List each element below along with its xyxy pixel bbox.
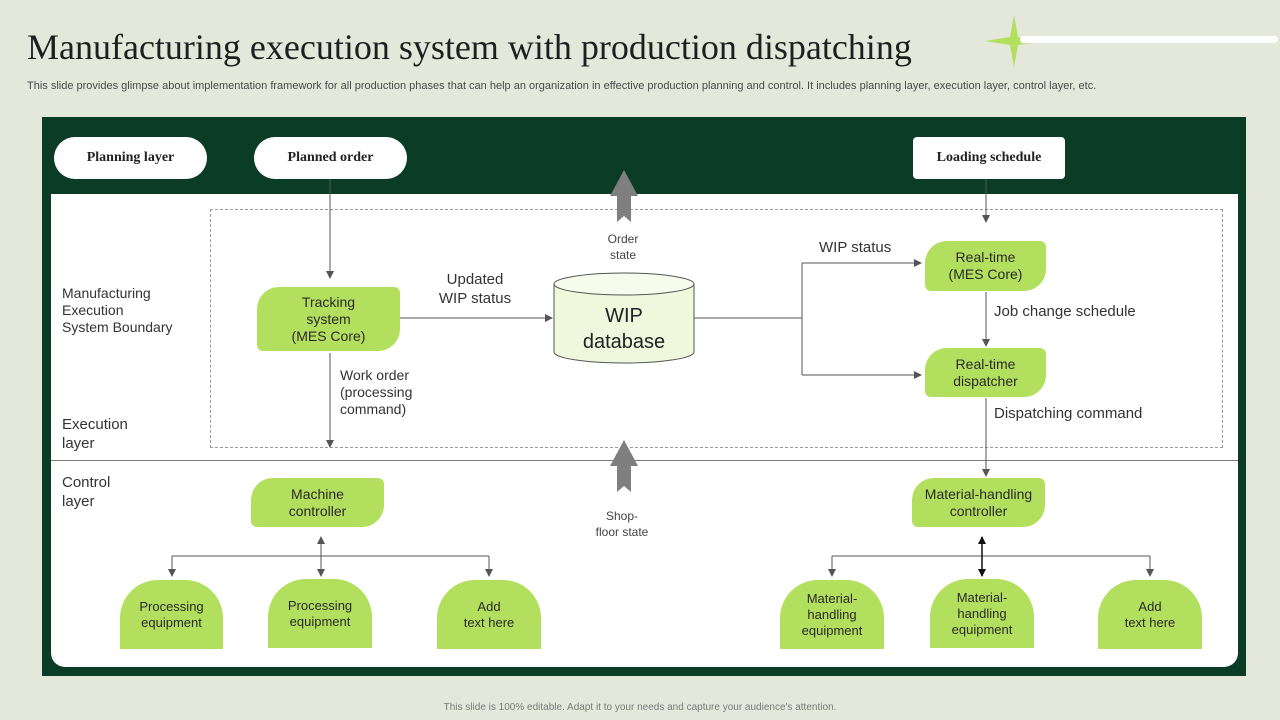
order-state-label: Order state: [607, 232, 639, 262]
page-subtitle: This slide provides glimpse about implem…: [27, 80, 1097, 92]
wip-status-label: WIP status: [819, 239, 892, 256]
mes-boundary-label: Manufacturing Execution System Boundary: [62, 285, 173, 335]
star-icon: [985, 15, 1043, 67]
realtime-dispatcher-node: Real-time dispatcher: [925, 348, 1046, 397]
realtime-mes-core-node: Real-time (MES Core): [925, 241, 1046, 291]
shop-floor-state-label: Shop- floor state: [595, 509, 649, 539]
tracking-system-node: Tracking system (MES Core): [257, 287, 400, 351]
page-title: Manufacturing execution system with prod…: [27, 27, 912, 67]
processing-equipment-2: Processing equipment: [268, 579, 372, 648]
work-order-label: Work order (processing command): [340, 367, 413, 417]
loading-schedule-box: Loading schedule: [913, 137, 1065, 179]
control-layer-label: Control layer: [62, 474, 111, 510]
material-handling-equipment-1: Material- handling equipment: [780, 580, 884, 649]
decorative-line: [1020, 36, 1278, 43]
planning-layer-pill: Planning layer: [54, 137, 207, 179]
processing-equipment-1: Processing equipment: [120, 580, 223, 649]
material-handling-controller-node: Material-handling controller: [912, 478, 1045, 527]
mes-boundary-box: [210, 209, 1223, 448]
planned-order-pill: Planned order: [254, 137, 407, 179]
machine-controller-node: Machine controller: [251, 478, 384, 527]
updated-wip-status-label: Updated WIP status: [438, 271, 512, 307]
control-layer-divider: [51, 460, 1238, 461]
add-text-node-2: Add text here: [1098, 580, 1202, 649]
footer-note: This slide is 100% editable. Adapt it to…: [443, 702, 837, 713]
material-handling-equipment-2: Material- handling equipment: [930, 579, 1034, 648]
job-change-schedule-label: Job change schedule: [994, 303, 1136, 320]
add-text-node-1: Add text here: [437, 580, 541, 649]
execution-layer-label: Execution layer: [62, 416, 128, 452]
wip-database-label: WIP database: [582, 305, 666, 353]
dispatching-command-label: Dispatching command: [994, 405, 1143, 422]
